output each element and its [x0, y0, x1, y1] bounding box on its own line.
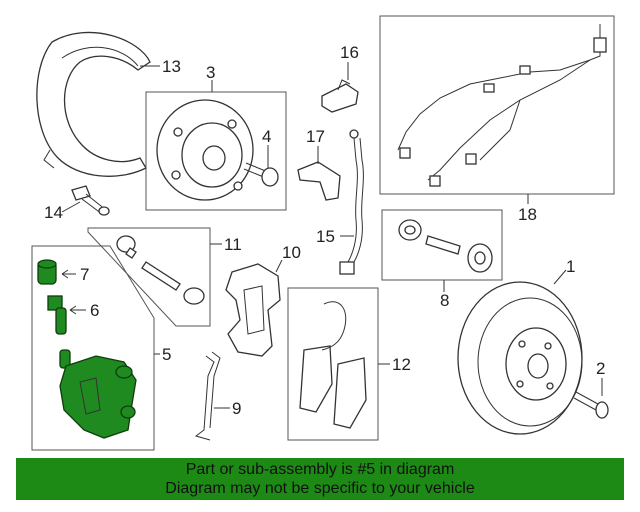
guide-pin-kit-part-11[interactable]: [116, 235, 205, 305]
callout-6: 6: [90, 301, 99, 320]
guide-pin-group-box: [87, 227, 211, 327]
bolt-part-14[interactable]: [71, 185, 110, 216]
callout-2: 2: [596, 359, 605, 378]
callout-16: 16: [340, 43, 359, 62]
callout-1: 1: [566, 257, 575, 276]
wheel-hub-part[interactable]: [156, 99, 254, 201]
rotor-screw-part-2[interactable]: [573, 391, 609, 419]
banner-line-2: Diagram may not be specific to your vehi…: [165, 480, 475, 497]
hub-bolt-part-4[interactable]: [243, 162, 279, 187]
harness-group-box: [379, 15, 615, 195]
caliper-carrier-part-10[interactable]: [225, 263, 281, 357]
callout-14: 14: [44, 203, 63, 222]
clip-part-16[interactable]: [321, 79, 359, 113]
bleeder-cap-part-7[interactable]: [37, 259, 57, 285]
callout-3: 3: [206, 63, 215, 82]
spring-clip-part-9[interactable]: [194, 351, 221, 441]
banner-line-1: Part or sub-assembly is #5 in diagram: [185, 461, 455, 478]
sensor-bracket-part-17[interactable]: [297, 161, 341, 201]
callout-11: 11: [224, 235, 242, 254]
callout-4: 4: [262, 127, 271, 146]
brake-rotor-part-1[interactable]: [457, 281, 583, 435]
hub-group-box: [145, 91, 287, 211]
guide-bushing-part-8[interactable]: [398, 219, 493, 273]
wear-sensor-harness-part-18[interactable]: [397, 24, 607, 187]
brake-caliper-part-5[interactable]: [59, 349, 137, 439]
callout-12: 12: [392, 355, 411, 374]
callout-8: 8: [440, 291, 449, 310]
callout-10: 10: [282, 243, 301, 262]
callout-13: 13: [162, 57, 181, 76]
brake-pads-part-12[interactable]: [299, 301, 367, 429]
callout-17: 17: [306, 127, 325, 146]
info-banner: Part or sub-assembly is #5 in diagram Di…: [16, 458, 624, 500]
callout-18: 18: [518, 205, 537, 224]
splash-shield-part[interactable]: [36, 31, 151, 177]
callout-5: 5: [162, 345, 171, 364]
callout-9: 9: [232, 399, 241, 418]
bushing-group-box: [381, 209, 503, 281]
caliper-group-box: [31, 245, 155, 451]
bleeder-screw-part-6[interactable]: [47, 295, 67, 335]
callout-15: 15: [316, 227, 335, 246]
callout-7: 7: [80, 265, 89, 284]
brake-hose-part-15[interactable]: [339, 129, 364, 275]
